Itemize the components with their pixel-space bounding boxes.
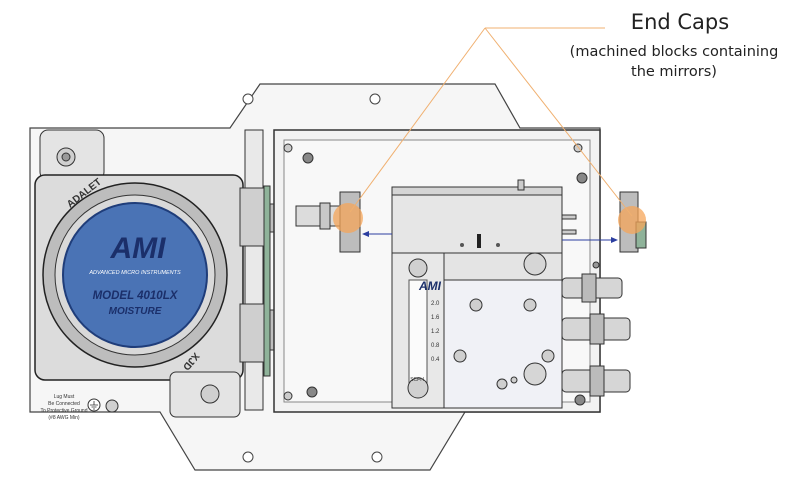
callout-title: End Caps [630, 10, 730, 34]
brand-logo: AMI [110, 232, 167, 265]
cell-screw [496, 243, 500, 247]
fitting-lower-nut [589, 365, 605, 397]
enclosure-screw [574, 394, 586, 406]
callout-leader-right [484, 27, 633, 217]
flowmeter-unit: SCFH [410, 377, 424, 383]
ground-lug [105, 399, 119, 413]
manifold-port [541, 349, 555, 363]
enclosure-screw [306, 386, 318, 398]
manifold-knob [523, 252, 547, 276]
cell-post [561, 229, 577, 235]
side-bracket [244, 129, 264, 411]
manifold-port [510, 376, 518, 384]
circuit-board [263, 185, 271, 377]
left-end-cap-highlight [333, 203, 363, 233]
cell-top-plate [391, 186, 563, 196]
flowmeter-scale-1-2: 1.2 [431, 329, 440, 335]
ground-note-line-4: (#8 AWG Min) [48, 415, 80, 421]
fitting-bracket-screw [592, 261, 600, 269]
fitting-upper-nut [581, 273, 597, 303]
flowmeter-scale-0-8: 0.8 [431, 343, 440, 349]
mount-hole [242, 93, 254, 105]
cell-post [561, 214, 577, 220]
mount-hole [371, 451, 383, 463]
beam-arrow-left-head [362, 231, 369, 237]
flowmeter-top-knob [408, 258, 428, 278]
enclosure-screw [576, 172, 588, 184]
enclosure-screw [283, 143, 293, 153]
cell-post [517, 179, 525, 191]
housing-top-bolt-inner [61, 152, 71, 162]
ground-note-line-3: To Protective Ground [41, 408, 88, 414]
manifold-port [523, 298, 537, 312]
flowmeter-tube [408, 279, 428, 391]
callout-subtitle-line-2: the mirrors) [631, 64, 717, 80]
flowmeter-logo: AMI [418, 279, 442, 293]
ground-note-line-1: Lug Must [54, 394, 75, 400]
model-line-1: MODEL 4010LX [93, 290, 179, 302]
flowmeter-scale-1-6: 1.6 [431, 315, 440, 321]
flowmeter-scale-2-0: 2.0 [431, 301, 440, 307]
manifold-port [496, 378, 508, 390]
callout-subtitle-line-1: (machined blocks containing [569, 44, 779, 60]
ground-symbol-mark [90, 401, 98, 410]
brand-subtitle: ADVANCED MICRO INSTRUMENTS [88, 270, 181, 276]
conduit-flange-upper [239, 187, 269, 247]
enclosure-screw [283, 391, 293, 401]
probe-nut [319, 202, 331, 230]
ground-note-line-2: Be Connected [48, 401, 80, 407]
cell-indicator [477, 234, 481, 248]
display-window [62, 202, 208, 348]
enclosure-screw [302, 152, 314, 164]
fitting-middle-nut [589, 313, 605, 345]
manifold-knob [523, 362, 547, 386]
model-line-2: MOISTURE [109, 306, 162, 317]
callout-subtitle: (machined blocks containing the mirrors) [548, 42, 800, 82]
mount-hole [369, 93, 381, 105]
callout-leader-left [349, 27, 486, 213]
beam-arrow-right-head [611, 237, 618, 243]
right-end-cap-highlight [618, 206, 646, 234]
flowmeter-bottom-knob [407, 377, 429, 399]
mount-hole [242, 451, 254, 463]
manifold-port [469, 298, 483, 312]
manifold-port [453, 349, 467, 363]
housing-bottom-bolt [200, 384, 220, 404]
flowmeter-scale-0-4: 0.4 [431, 357, 440, 363]
cell-screw [460, 243, 464, 247]
